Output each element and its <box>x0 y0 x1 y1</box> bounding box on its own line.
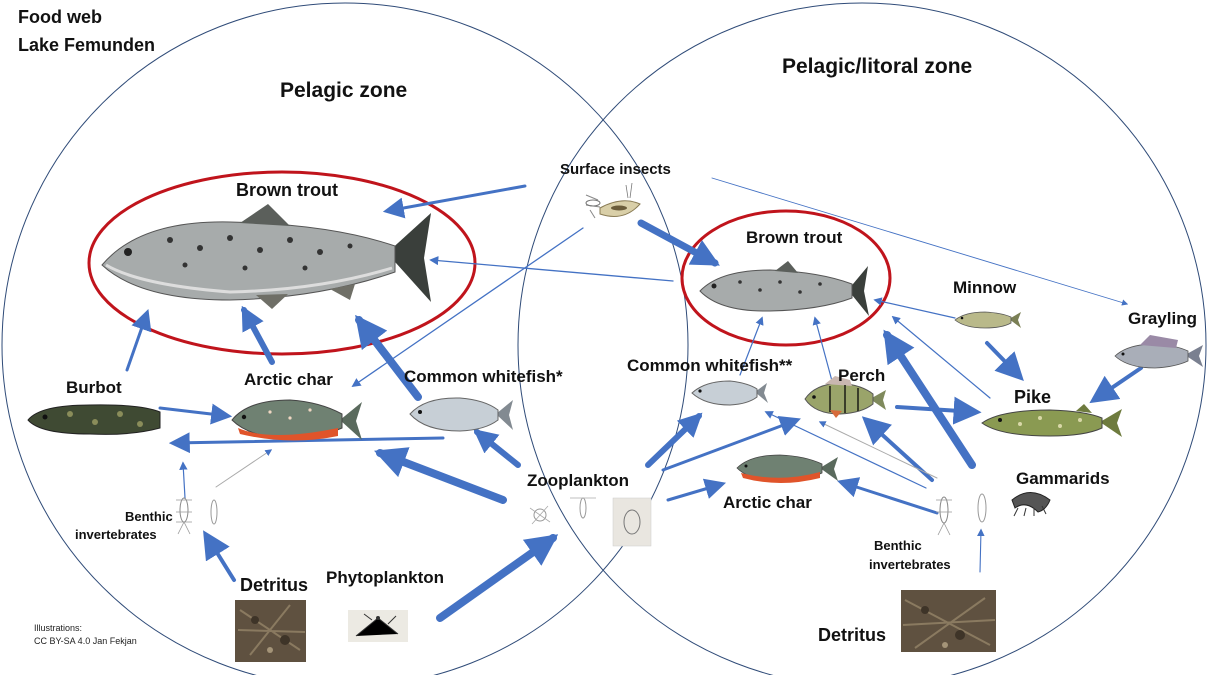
brown-trout-left-illustration <box>102 204 431 309</box>
header-line2: Lake Femunden <box>18 35 155 55</box>
arrow-zoo-whitefish-left <box>477 432 518 465</box>
surface-insects-illustration <box>586 183 640 218</box>
phytoplankton-label: Phytoplankton <box>326 568 444 587</box>
arrow-whitefish-brown-trout-cross <box>431 260 673 281</box>
pike-label: Pike <box>1014 387 1051 407</box>
arrow-benthic-arctic-char-left <box>183 463 185 498</box>
common-whitefish-left-label: Common whitefish* <box>404 367 563 386</box>
minnow-label: Minnow <box>953 278 1017 297</box>
common-whitefish-right-label: Common whitefish** <box>627 356 793 375</box>
arctic-char-left-label: Arctic char <box>244 370 333 389</box>
brown-trout-right-illustration <box>700 261 869 316</box>
gammarids-illustration <box>1012 493 1050 517</box>
benthic-left-line2: invertebrates <box>75 527 157 542</box>
minnow-illustration <box>955 312 1021 328</box>
header-line1: Food web <box>18 7 102 27</box>
pelagic-zone-label: Pelagic zone <box>280 79 407 102</box>
pike-illustration <box>982 404 1122 437</box>
detritus-right-photo <box>901 590 996 652</box>
burbot-label: Burbot <box>66 378 122 397</box>
pelagic-litoral-zone-circle <box>518 3 1206 675</box>
arrow-perch-pike <box>897 407 976 412</box>
brown-trout-left-label: Brown trout <box>236 180 338 200</box>
arrow-pike-brown-trout-right <box>893 317 990 398</box>
benthic-invertebrates-left-illustration <box>176 498 217 534</box>
credits-line2: CC BY-SA 4.0 Jan Fekjan <box>34 636 137 646</box>
arrow-detritus-benthic-right <box>980 530 981 572</box>
surface-insects-label: Surface insects <box>560 161 671 178</box>
arrow-perch-brown-trout-right <box>815 318 832 381</box>
gammarids-label: Gammarids <box>1016 469 1110 488</box>
arrow-zoo-whitefish-right <box>648 416 699 465</box>
arctic-char-right-label: Arctic char <box>723 493 812 512</box>
common-whitefish-left-illustration <box>410 398 513 431</box>
arrow-gammarids-brown-trout-right <box>887 335 972 465</box>
benthic-left-line1: Benthic <box>125 509 173 524</box>
benthic-invertebrates-right-illustration <box>936 494 986 535</box>
arrow-detritus-benthic-left <box>206 535 234 580</box>
perch-label: Perch <box>838 366 885 385</box>
arrow-benthic-to-arctic-char-grey <box>216 450 271 487</box>
arrow-zoo-arctic-char-right <box>668 484 722 500</box>
detritus-left-photo <box>235 600 306 662</box>
grayling-illustration <box>1115 335 1203 368</box>
benthic-right-line1: Benthic <box>874 538 922 553</box>
arrow-grayling-pike <box>1094 368 1141 400</box>
detritus-left-label: Detritus <box>240 575 308 595</box>
credits-line1: Illustrations: <box>34 623 82 633</box>
benthic-right-line2: invertebrates <box>869 557 951 572</box>
arrow-burbot-arctic-char-left <box>160 408 228 416</box>
arctic-char-right-illustration <box>737 455 838 483</box>
arrow-insects-brown-trout-right <box>641 223 715 263</box>
common-whitefish-right-illustration <box>692 381 768 405</box>
grayling-label: Grayling <box>1128 309 1197 328</box>
brown-trout-right-label: Brown trout <box>746 228 843 247</box>
phytoplankton-illustration <box>348 610 408 642</box>
arrow-insects-brown-trout-left <box>387 186 525 211</box>
arctic-char-left-illustration <box>232 400 362 441</box>
burbot-illustration <box>28 405 160 435</box>
arrow-phyto-zoo <box>440 538 553 618</box>
detritus-right-label: Detritus <box>818 625 886 645</box>
arrow-minnow-brown-trout-right <box>875 300 955 318</box>
pelagic-litoral-zone-label: Pelagic/litoral zone <box>782 55 972 78</box>
zooplankton-label: Zooplankton <box>527 471 629 490</box>
arrow-zoo-arctic-char-left <box>380 453 503 500</box>
arrow-minnow-pike <box>987 343 1020 377</box>
